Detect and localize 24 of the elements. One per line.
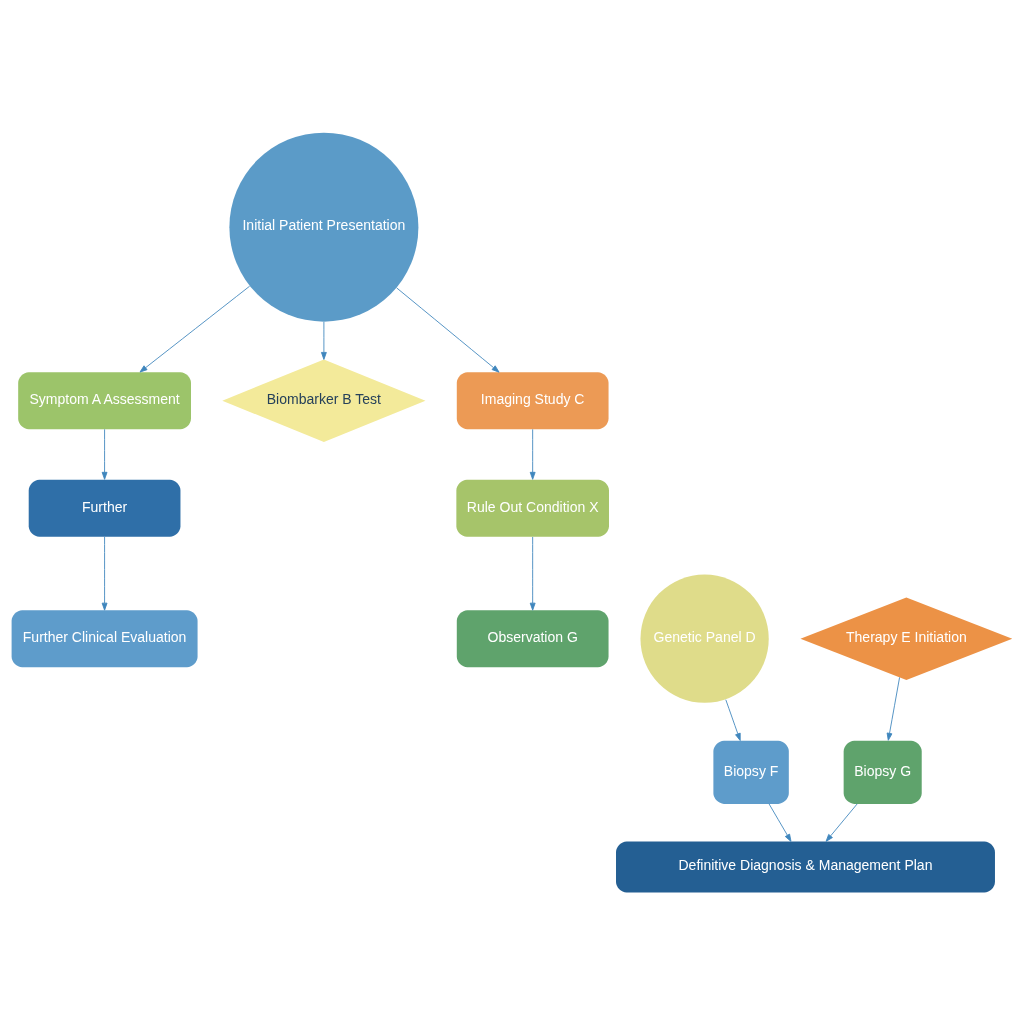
arrow xyxy=(139,285,251,372)
arrow xyxy=(101,428,108,480)
arrow xyxy=(396,286,500,373)
node-circle: Genetic Panel D xyxy=(640,574,769,703)
arrow xyxy=(725,698,741,741)
arrow xyxy=(768,802,792,842)
node-diamond: Biombarker B Test xyxy=(222,358,426,442)
node-box: Imaging Study C xyxy=(456,371,609,429)
node-circle: Initial Patient Presentation xyxy=(229,132,419,322)
node-box: Symptom A Assessment xyxy=(18,371,191,429)
node-box: Further Clinical Evaluation xyxy=(11,609,198,667)
arrow xyxy=(321,321,327,360)
arrow xyxy=(101,536,108,611)
arrow xyxy=(529,536,536,611)
arrow xyxy=(886,676,901,741)
node-box: Biopsy F xyxy=(713,740,789,804)
arrow xyxy=(825,802,858,842)
arrow xyxy=(529,428,536,480)
node-box: Observation G xyxy=(456,609,609,667)
node-diamond: Therapy E Initiation xyxy=(800,596,1013,680)
node-box: Further xyxy=(28,479,181,537)
node-box: Biopsy G xyxy=(843,740,922,804)
node-box: Definitive Diagnosis & Management Plan xyxy=(616,841,995,892)
node-box: Rule Out Condition X xyxy=(456,479,609,537)
